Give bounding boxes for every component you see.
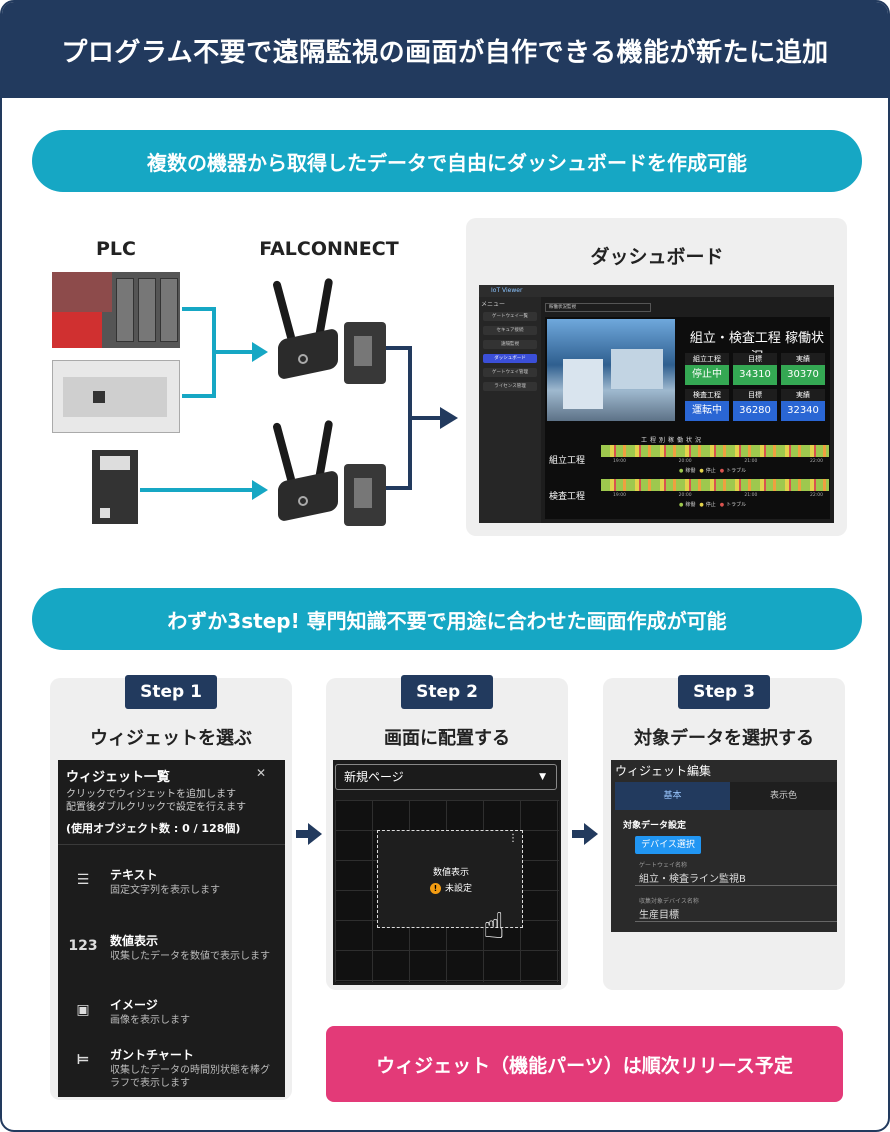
arrow-step1-to-step2 — [308, 823, 322, 845]
dashboard-label: ダッシュボード — [590, 246, 724, 268]
pointer-hand-icon: ☝ — [483, 906, 505, 947]
device-name-field[interactable]: 収集対象デバイス名称 生産目標 — [635, 896, 837, 922]
widget-list-title: ウィジェット一覧 — [66, 770, 171, 785]
more-icon[interactable]: ⋮ — [508, 833, 518, 844]
dashboard-main: 組立・検査工程 稼働状況 組立工程 目標 実績 停止中 34310 30370 … — [545, 317, 830, 519]
arrow-to-dashboard — [440, 407, 458, 429]
kpi-header-actual: 実績 — [781, 353, 825, 365]
object-count: (使用オブジェクト数 : 0 / 128個) — [66, 822, 241, 835]
dashboard-page-select[interactable]: 稼働状況監視 — [545, 303, 651, 312]
gantt-bar — [601, 479, 829, 491]
kpi-actual: 32340 — [781, 401, 825, 421]
gantt-bar — [601, 445, 829, 457]
section1-banner: 複数の機器から取得したデータで自由にダッシュボードを作成可能 — [32, 130, 862, 192]
step2-badge: Step 2 — [401, 675, 493, 709]
dashboard-menu-item[interactable]: セキュア接続 — [483, 326, 537, 335]
kpi-actual: 30370 — [781, 365, 825, 385]
dashboard-menu-item[interactable]: ライセンス管理 — [483, 382, 537, 391]
widget-item-gantt[interactable]: ⊨ ガントチャート 収集したデータの時間別状態を棒グラフで表示します — [58, 1046, 285, 1096]
image-icon: ▣ — [76, 1002, 90, 1018]
kpi-header-target: 目標 — [733, 389, 777, 401]
dashboard-menu-label: メニュー — [481, 301, 506, 308]
arrow-to-router-2 — [252, 480, 268, 500]
kpi-header-target: 目標 — [733, 353, 777, 365]
step1-title: ウィジェットを選ぶ — [90, 728, 252, 749]
dashboard-screenshot: IoT Viewer メニュー ゲートウェイ一覧 セキュア接続 遠隔監視 ダッシ… — [479, 285, 834, 523]
gantt-icon: ⊨ — [76, 1052, 90, 1068]
kpi-target: 34310 — [733, 365, 777, 385]
kpi-status: 停止中 — [685, 365, 729, 385]
dropdown-caret-icon: ▼ — [539, 772, 546, 782]
text-icon: ☰ — [76, 872, 90, 888]
factory-photo — [547, 319, 675, 421]
widget-item-text[interactable]: ☰ テキスト 固定文字列を表示します — [58, 866, 285, 916]
plc-label: PLC — [96, 238, 136, 260]
tab-basic[interactable]: 基本 — [615, 782, 730, 810]
kpi-process: 組立工程 — [685, 353, 729, 365]
dashboard-menu-item[interactable]: ゲートウェイ一覧 — [483, 312, 537, 321]
gantt-row-label: 検査工程 — [549, 492, 586, 502]
warning-icon: ! — [429, 883, 441, 894]
step3-title: 対象データを選択する — [634, 728, 814, 749]
widget-edit-panel: ウィジェット編集 基本 表示色 対象データ設定 デバイス選択 ゲートウェイ名称 … — [611, 760, 837, 932]
arrow-step2-to-step3 — [584, 823, 598, 845]
placed-widget[interactable]: ⋮ 数値表示 !未設定 — [377, 830, 523, 928]
layout-editor-panel: 新規ページ▼ ⋮ 数値表示 !未設定 ☝ — [333, 760, 561, 985]
widget-list-desc: クリックでウィジェットを追加します配置後ダブルクリックで設定を行えます — [66, 789, 246, 813]
page-title: プログラム不要で遠隔監視の画面が自作できる機能が新たに追加 — [2, 2, 888, 98]
page-select[interactable]: 新規ページ▼ — [335, 764, 557, 790]
falconnect-router-1 — [268, 277, 388, 398]
plc-device-1 — [52, 272, 180, 348]
arrow-to-router-1 — [252, 342, 268, 362]
tab-display-color[interactable]: 表示色 — [730, 782, 837, 810]
widget-edit-title: ウィジェット編集 — [615, 764, 712, 778]
gantt-legend: 稼働停止トラブル — [675, 467, 746, 474]
plc-device-2 — [52, 360, 180, 433]
step2-title: 画面に配置する — [384, 728, 510, 749]
gantt-legend: 稼働停止トラブル — [675, 501, 746, 508]
target-data-heading: 対象データ設定 — [623, 821, 687, 831]
device-select-button[interactable]: デバイス選択 — [635, 836, 701, 854]
number-icon: 123 — [68, 938, 98, 954]
release-notice-banner: ウィジェット（機能パーツ）は順次リリース予定 — [326, 1026, 843, 1102]
kpi-status: 運転中 — [685, 401, 729, 421]
falconnect-router-2 — [268, 419, 388, 540]
dashboard-app-name: IoT Viewer — [479, 285, 834, 297]
dashboard-menu-item[interactable]: 遠隔監視 — [483, 340, 537, 349]
widget-item-number[interactable]: 123 数値表示 収集したデータを数値で表示します — [68, 934, 270, 962]
widget-item-image[interactable]: ▣ イメージ 画像を表示します — [58, 996, 285, 1046]
dashboard-menu-item[interactable]: ゲートウェイ管理 — [483, 368, 537, 377]
step3-badge: Step 3 — [678, 675, 770, 709]
gateway-name-field[interactable]: ゲートウェイ名称 組立・検査ライン監視B — [635, 860, 837, 886]
kpi-process: 検査工程 — [685, 389, 729, 401]
unpin-icon[interactable]: ✕ — [256, 766, 267, 780]
gantt-title: 工程別稼働状況 — [641, 437, 705, 444]
gantt-row-label: 組立工程 — [549, 456, 586, 466]
falconnect-label: FALCONNECT — [259, 238, 399, 260]
step1-badge: Step 1 — [125, 675, 217, 709]
widget-list-panel: ウィジェット一覧 ✕ クリックでウィジェットを追加します配置後ダブルクリックで設… — [58, 760, 285, 1097]
kpi-target: 36280 — [733, 401, 777, 421]
dashboard-menu-item-active[interactable]: ダッシュボード — [483, 354, 537, 363]
kpi-header-actual: 実績 — [781, 389, 825, 401]
plc-device-3 — [92, 450, 138, 524]
section2-banner: わずか3step! 専門知識不要で用途に合わせた画面作成が可能 — [32, 588, 862, 650]
